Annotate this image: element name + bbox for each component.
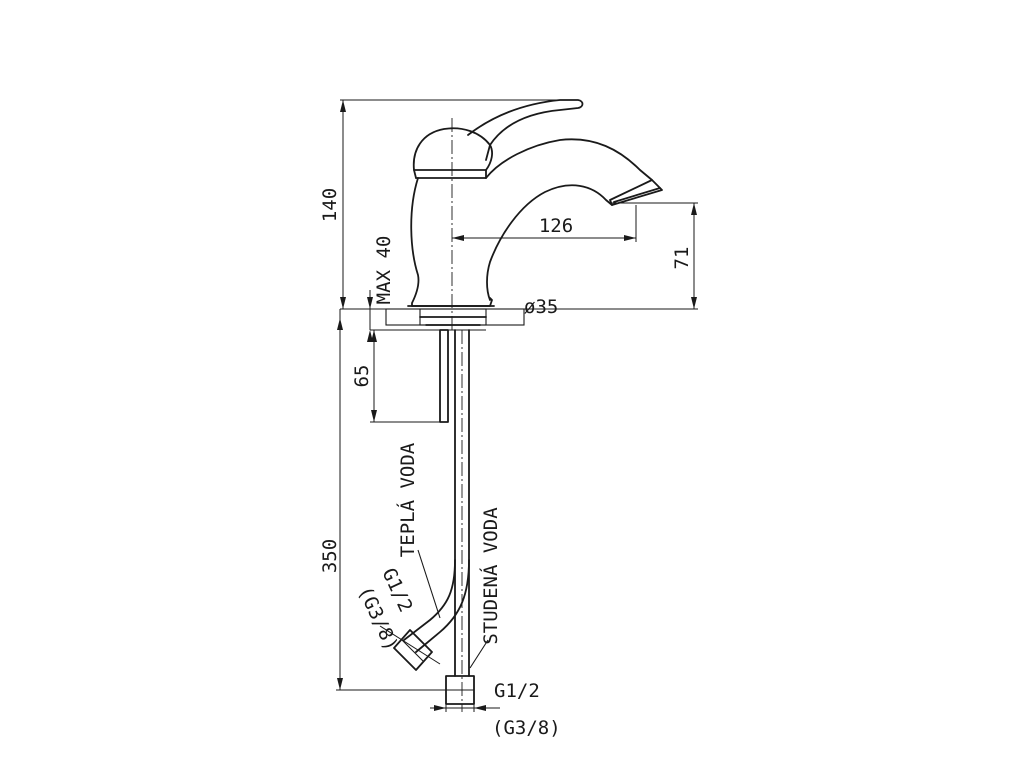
dim-label-71: 71 [671, 247, 693, 270]
dim-label-140: 140 [319, 188, 341, 222]
dim-length-65: 65 [351, 329, 448, 423]
dim-height-140: 140 [319, 99, 576, 310]
cold-water-callout: STUDENÁ VODA [469, 507, 502, 669]
dim-label-65: 65 [351, 365, 373, 388]
cold-thread-label: G1/2 [494, 680, 540, 702]
hot-thread-callout: G1/2 (G3/8) [353, 565, 441, 665]
body-right-contour [486, 184, 613, 301]
dim-label-35: ø35 [524, 296, 558, 318]
dim-label-350: 350 [319, 539, 341, 573]
cold-water-hose [445, 329, 475, 705]
hot-water-callout: TEPLÁ VODA [396, 442, 441, 619]
hot-hose-nut [393, 629, 433, 671]
dim-diameter-35: ø35 [486, 296, 560, 318]
hot-water-hose [393, 559, 470, 671]
body-left-contour [410, 177, 420, 307]
dim-reach-126: 126 [452, 205, 637, 242]
mounting-stud [439, 329, 449, 423]
dim-label-126: 126 [539, 215, 573, 237]
mounting-plate [385, 308, 525, 331]
dim-label-max40: MAX 40 [373, 236, 395, 305]
cartridge-cap [412, 127, 493, 171]
faucet-body [407, 99, 663, 307]
lever-handle [467, 99, 584, 161]
center-lines [451, 118, 463, 712]
cold-water-label: STUDENÁ VODA [479, 507, 502, 645]
dim-length-350: 350 [319, 309, 446, 691]
spout-aerator [609, 179, 663, 206]
dim-max-40: MAX 40 [367, 236, 395, 342]
cold-thread-callout: G1/2 (G3/8) [430, 680, 561, 739]
spout-top [485, 138, 653, 181]
cold-thread-alt-label: (G3/8) [492, 717, 561, 739]
hot-water-label: TEPLÁ VODA [396, 442, 419, 557]
